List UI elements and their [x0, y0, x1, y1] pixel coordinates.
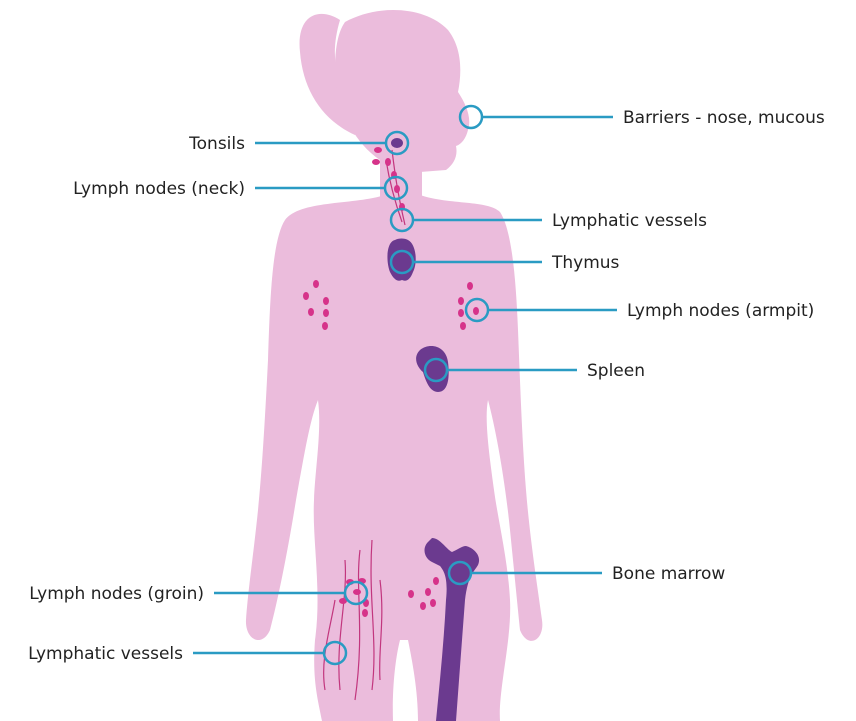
lymph-node — [303, 292, 309, 300]
lymph-node — [362, 609, 368, 617]
lymph-node — [458, 297, 464, 305]
lymph-node — [458, 309, 464, 317]
lymph-node — [323, 297, 329, 305]
lymph-node — [313, 280, 319, 288]
lymph-node — [425, 588, 431, 596]
label-thymus: Thymus — [551, 253, 620, 273]
label-lymph-nodes-neck: Lymph nodes (neck) — [73, 179, 245, 199]
lymph-node — [323, 309, 329, 317]
lymph-node — [353, 589, 361, 595]
lymph-node — [308, 308, 314, 316]
lymph-node — [372, 159, 380, 165]
label-lymphatic-vessels-upper: Lymphatic vessels — [552, 211, 707, 231]
lymph-node — [322, 322, 328, 330]
label-barriers: Barriers - nose, mucous — [623, 108, 825, 128]
lymph-node — [473, 307, 479, 315]
lymph-node — [374, 147, 382, 153]
label-lymphatic-vessels-lower: Lymphatic vessels — [28, 644, 183, 664]
label-bone-marrow: Bone marrow — [612, 564, 725, 584]
lymph-node — [467, 282, 473, 290]
lymph-node — [408, 590, 414, 598]
label-spleen: Spleen — [587, 361, 645, 381]
lymph-node — [385, 158, 391, 166]
lymph-node — [420, 602, 426, 610]
lymph-node — [394, 185, 400, 193]
lymph-node — [430, 599, 436, 607]
lymph-node — [460, 322, 466, 330]
lymph-node — [433, 577, 439, 585]
label-lymph-nodes-armpit: Lymph nodes (armpit) — [627, 301, 814, 321]
label-tonsils: Tonsils — [188, 134, 245, 154]
label-lymph-nodes-groin: Lymph nodes (groin) — [29, 584, 204, 604]
tonsil — [391, 138, 403, 148]
